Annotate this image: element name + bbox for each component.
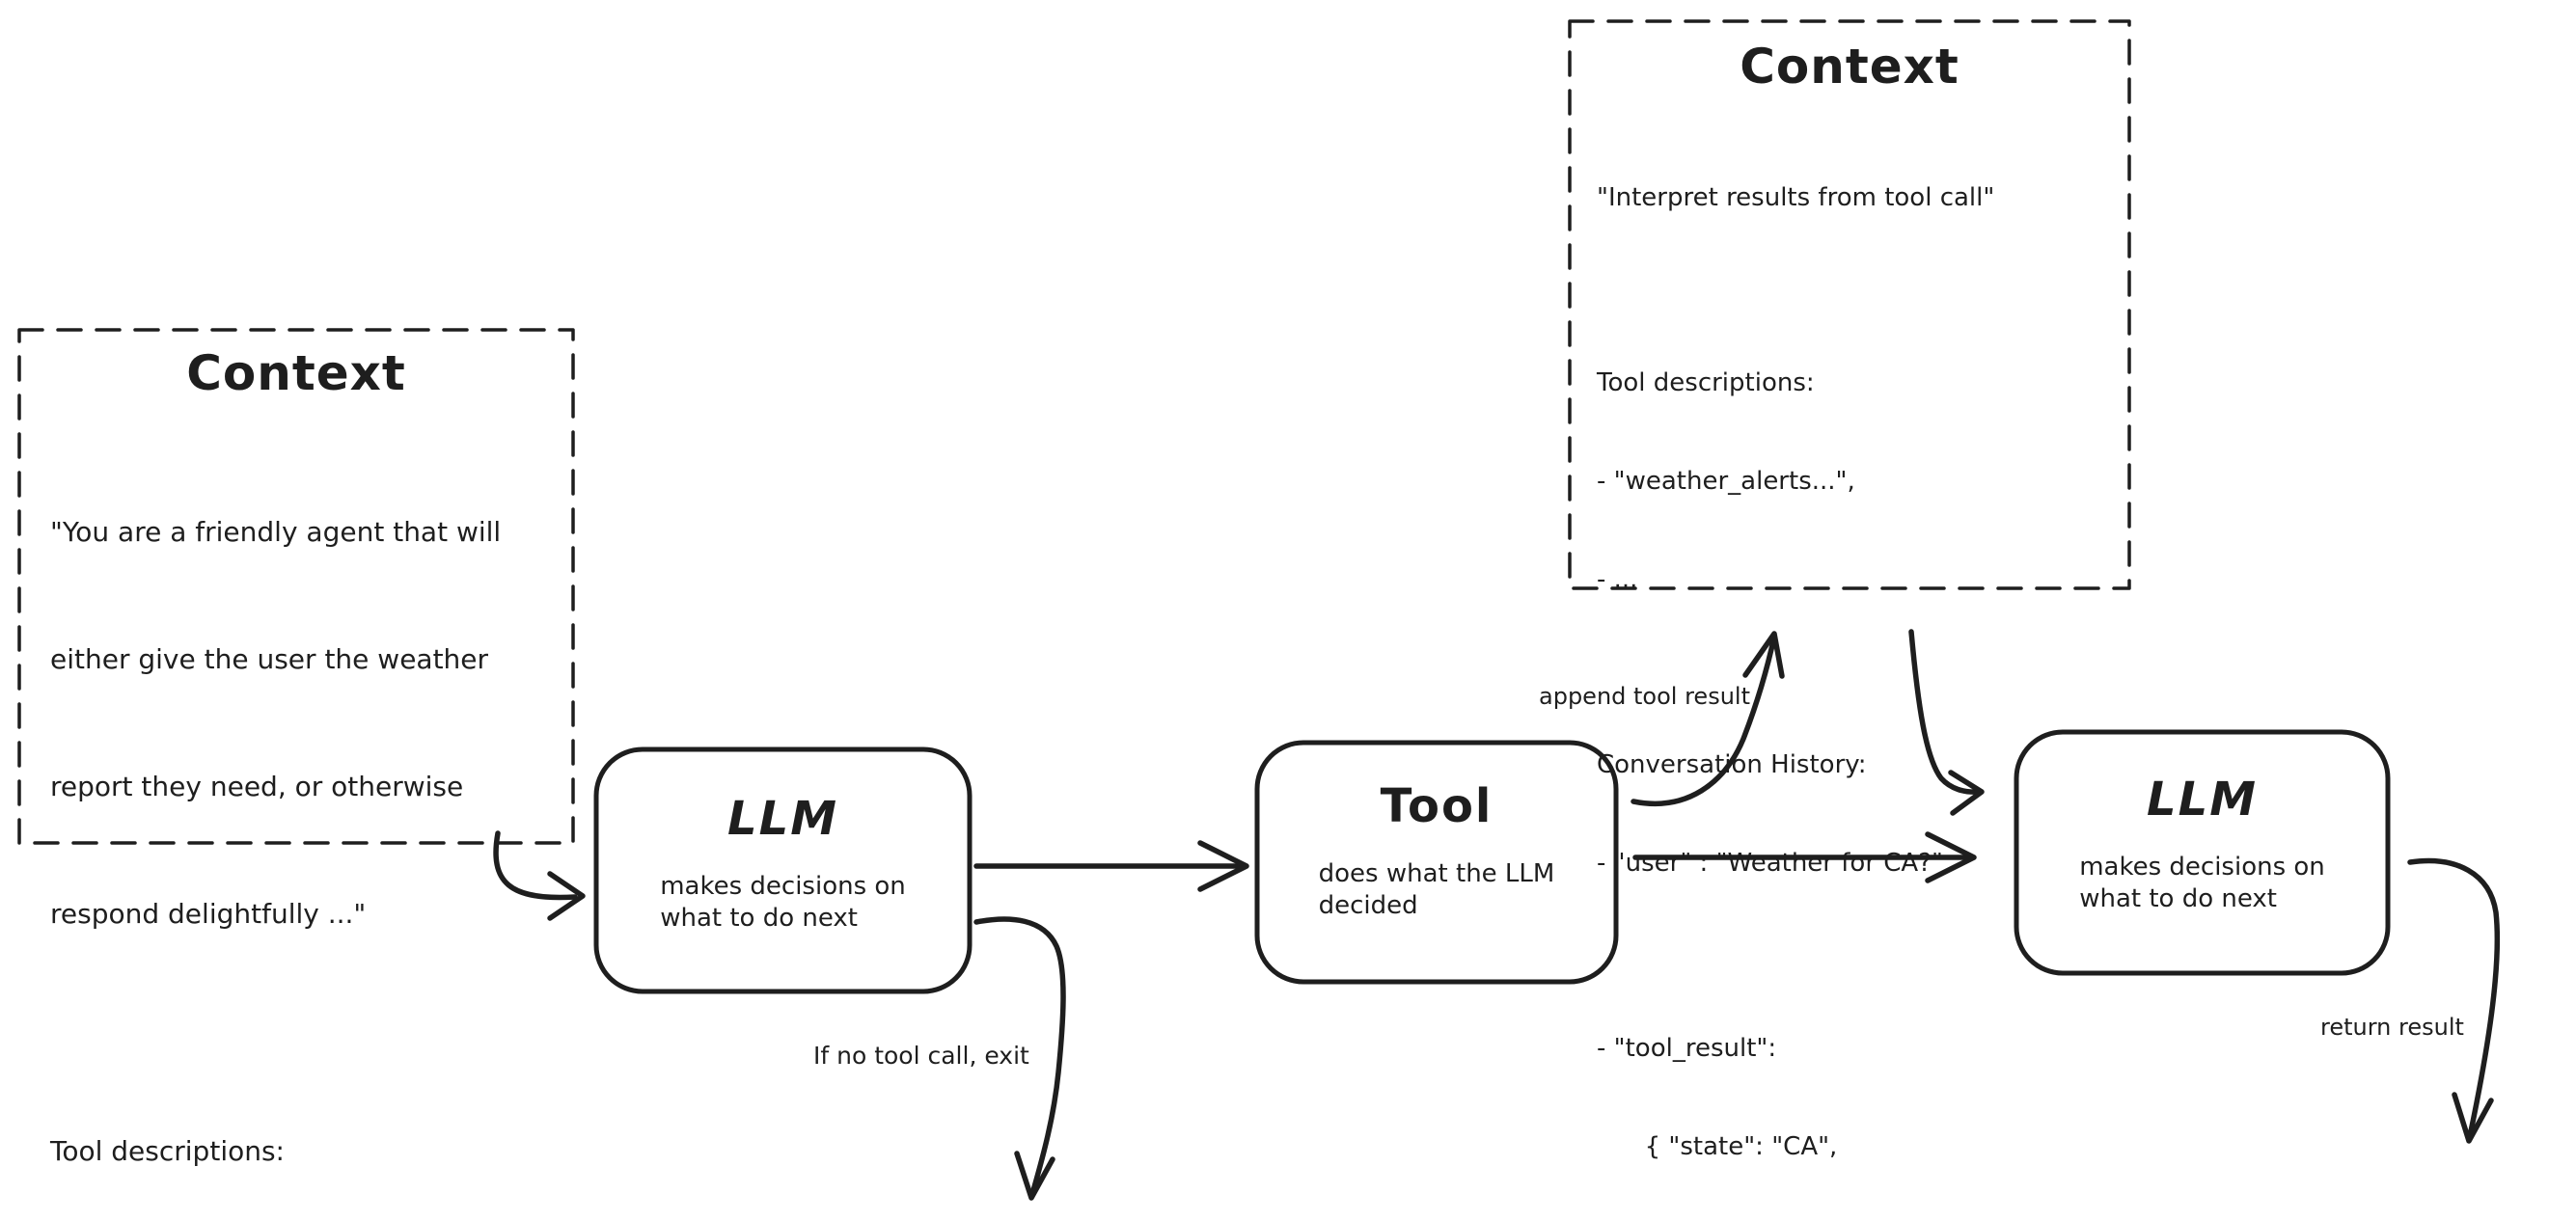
tool-border [1254,740,1619,985]
context-line: "You are a friendly agent that will [50,516,502,548]
label-return-result: return result [2320,1014,2464,1041]
context-right-title: Context [1740,39,1959,95]
context-line: Tool descriptions: [50,1135,285,1167]
context-line: - "user" : "Weather for CA?" [1597,849,1943,878]
arrow-llm2-return [2407,857,2501,1139]
label-no-tool-call-exit: If no tool call, exit [813,1042,1029,1070]
context-line: { "state": "CA", [1597,1132,1838,1161]
context-line: Tool descriptions: [1597,368,1815,397]
arrowhead-tool-to-llm2 [1925,831,1977,883]
context-line: Conversation History: [1597,750,1867,779]
arrowhead-llm2-return [2452,1092,2494,1144]
tool-node: Tool does what the LLM decided [1257,743,1616,982]
llm1-node: LLM makes decisions on what to do next [596,749,970,991]
arrowhead-llm1-to-tool [1197,840,1249,892]
context-left-tool-descriptions: Tool descriptions: - "weather_alerts..."… [50,1045,573,1221]
tool-subtitle: does what the LLM decided [1318,859,1555,920]
context-line: "Interpret results from tool call" [1597,183,1995,212]
context-left-body: "You are a friendly agent that will eith… [19,426,573,1221]
context-left-box: Context "You are a friendly agent that w… [19,330,573,1167]
context-right-tool-descriptions: Tool descriptions: - "weather_alerts..."… [1597,301,2129,662]
llm2-title: LLM [2147,773,2258,827]
context-right-body: "Interpret results from tool call" Tool … [1570,116,2129,1221]
tool-title: Tool [1380,779,1494,833]
context-right-conversation-history: Conversation History: - "user" : "Weathe… [1597,683,2129,945]
llm1-border [593,746,973,994]
context-left-border [17,328,575,845]
arrow-tool-to-context-right [1631,634,1777,807]
context-right-border [1568,19,2131,590]
llm1-subtitle: makes decisions on what to do next [660,872,906,933]
context-right-tool-result: - "tool_result": { "state": "CA", [ { "r… [1597,966,2129,1221]
context-line: - ... [1597,565,1638,594]
context-line: - "tool_result": [1597,1034,1777,1063]
label-append-tool-result: append tool result [1539,683,1750,710]
context-line: respond delightfully ..." [50,898,367,930]
context-right-system-prompt: "Interpret results from tool call" [1597,116,2129,280]
arrow-context-right-to-llm2 [1908,629,1981,795]
arrowhead-context-right-to-llm2 [1948,770,1985,816]
llm2-subtitle: makes decisions on what to do next [2079,853,2325,913]
context-line: report they need, or otherwise [50,771,464,802]
arrowhead-tool-to-context-right [1742,631,1785,679]
context-left-title: Context [186,345,406,401]
llm1-title: LLM [727,792,838,846]
llm2-node: LLM makes decisions on what to do next [2016,732,2388,973]
context-right-box: Context "Interpret results from tool cal… [1570,21,2129,1161]
context-left-system-prompt: "You are a friendly agent that will eith… [50,426,573,1020]
arrow-context-left-to-llm1 [493,830,578,901]
llm2-border [2014,729,2391,976]
context-line: - "weather_alerts...", [1597,467,1855,496]
arrow-llm1-exit [973,916,1066,1197]
arrowhead-context-left-to-llm1 [547,871,586,921]
context-line: either give the user the weather [50,643,489,675]
arrowhead-llm1-exit [1014,1151,1055,1201]
